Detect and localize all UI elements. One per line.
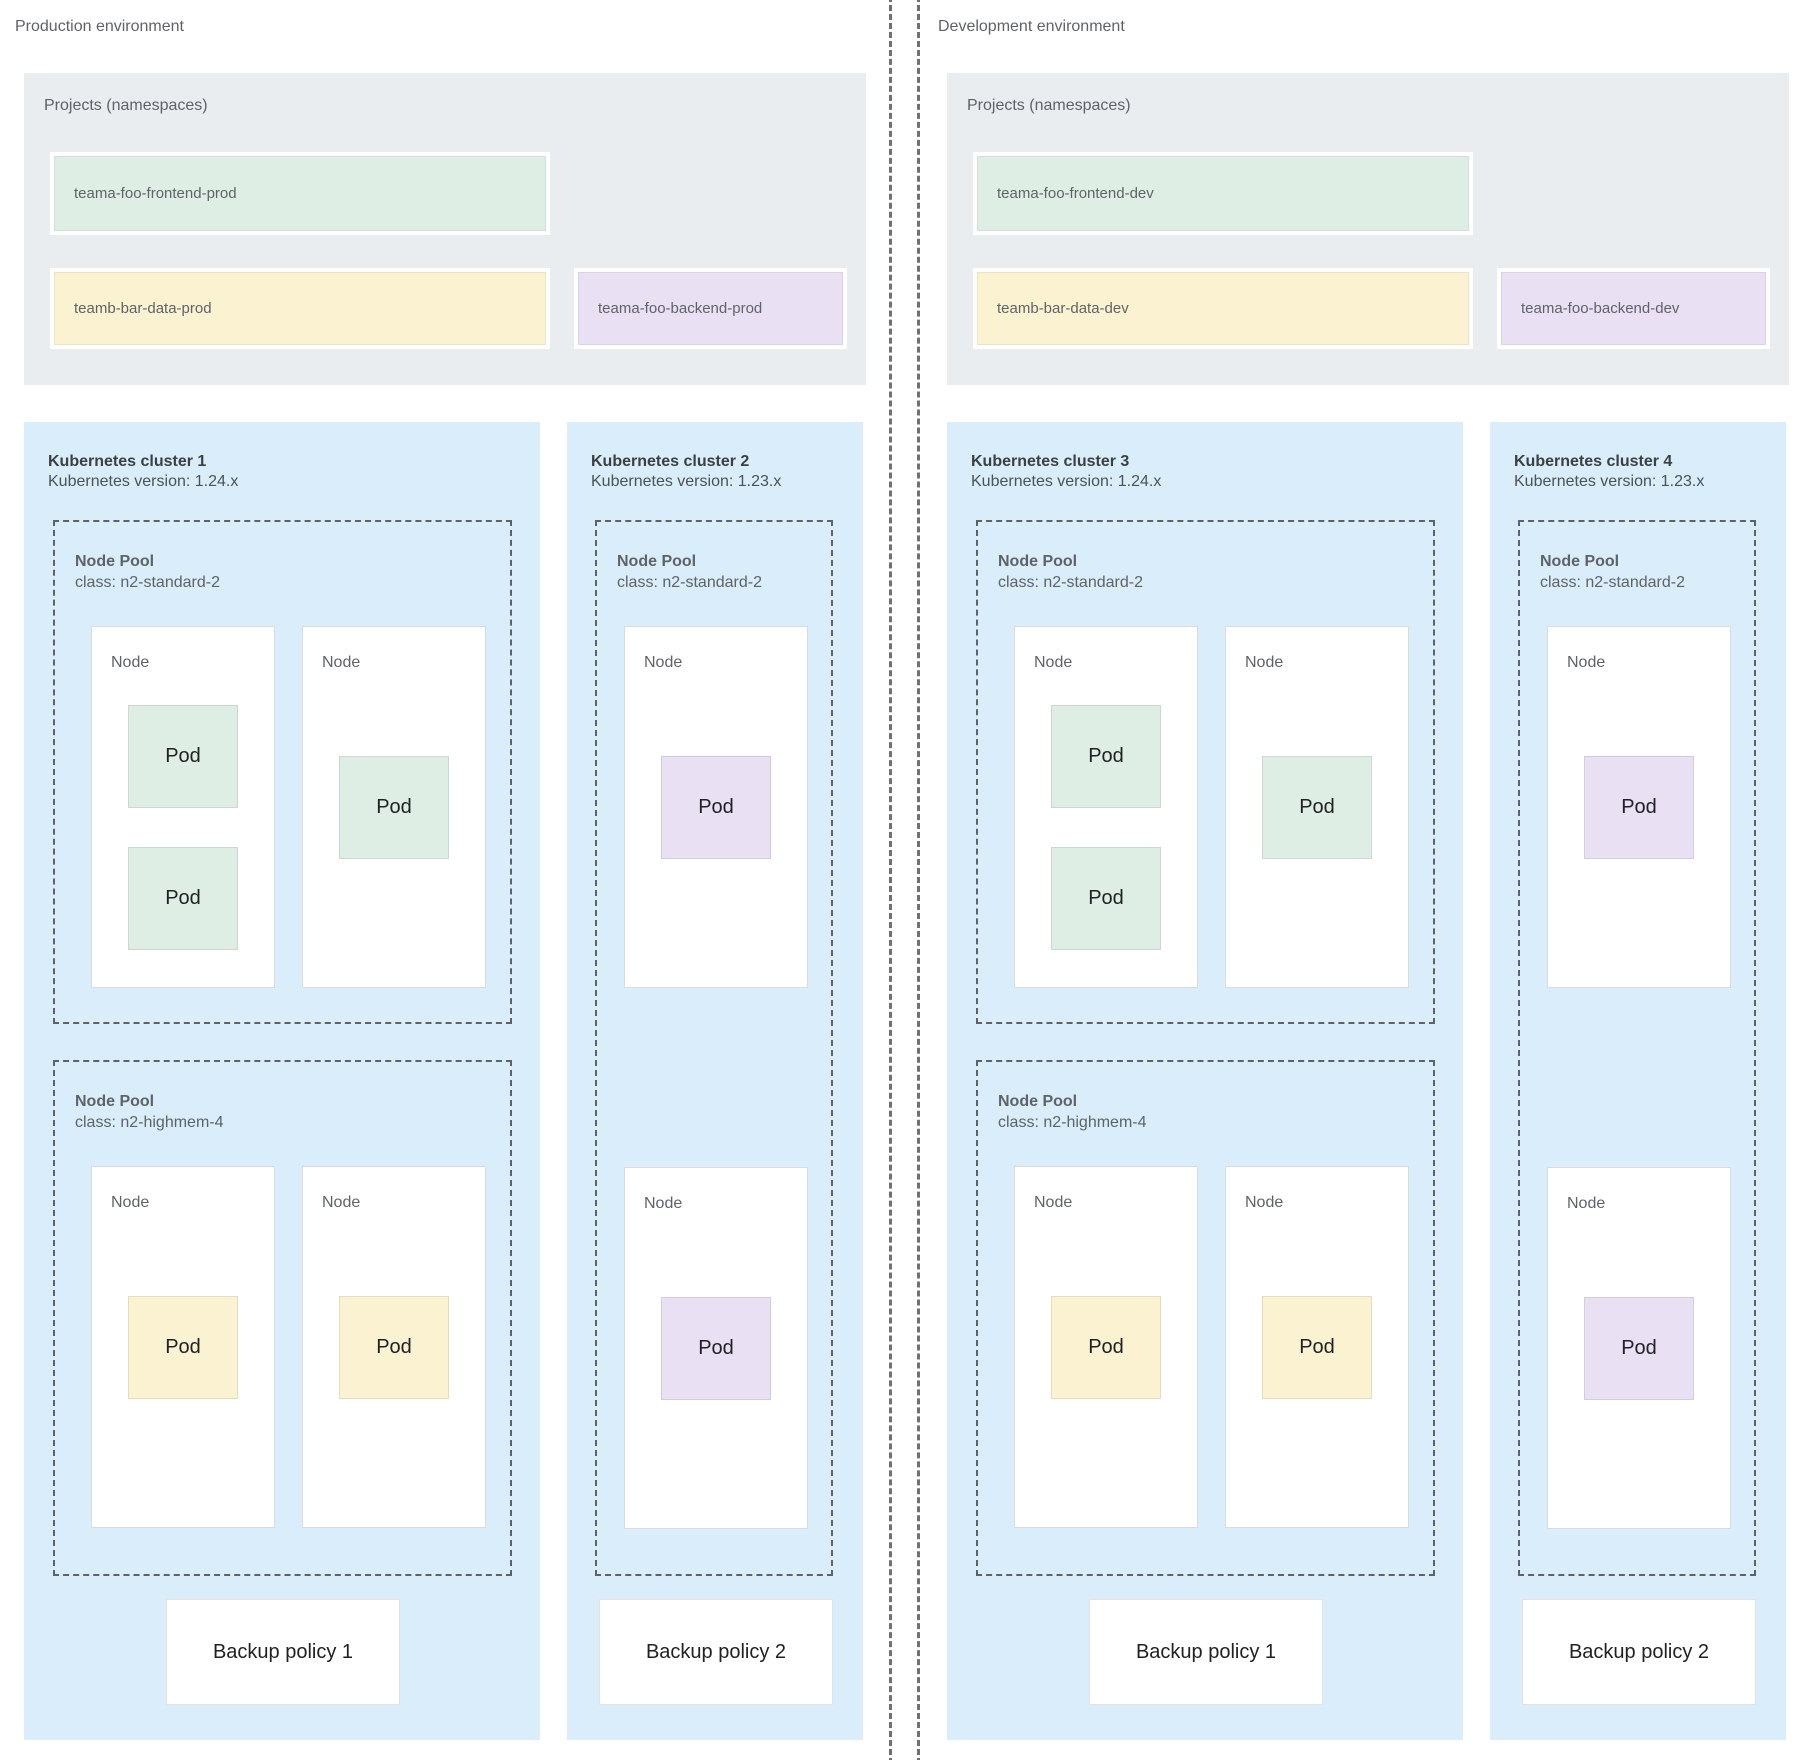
node-label: Node: [1034, 654, 1073, 671]
pod: Pod: [128, 1296, 238, 1399]
project-chip-data: teamb-bar-data-dev: [973, 268, 1473, 349]
cluster-version: Kubernetes version: 1.23.x: [591, 473, 782, 490]
cluster-3: Kubernetes cluster 3 Kubernetes version:…: [947, 422, 1463, 1740]
projects-label: Projects (namespaces): [44, 97, 208, 114]
node-pool-title: Node Pool: [75, 1093, 155, 1110]
node-box: Node Pod: [91, 1166, 275, 1528]
node-label: Node: [1567, 654, 1606, 671]
node-pool-title: Node Pool: [75, 553, 155, 570]
project-chip-frontend: teama-foo-frontend-prod: [50, 152, 550, 235]
project-chip-data: teamb-bar-data-prod: [50, 268, 550, 349]
node-pool-standard: Node Pool class: n2-standard-2 Node Pod …: [53, 520, 512, 1024]
cluster-2: Kubernetes cluster 2 Kubernetes version:…: [567, 422, 863, 1740]
node-box: Node Pod: [624, 1167, 808, 1529]
node-label: Node: [1245, 654, 1284, 671]
node-label: Node: [644, 654, 683, 671]
environment-title: Production environment: [15, 18, 184, 35]
development-environment-section: Development environment Projects (namesp…: [923, 0, 1793, 1760]
environment-divider-line: [889, 0, 892, 1760]
node-label: Node: [322, 654, 361, 671]
node-pool-standard: Node Pool class: n2-standard-2 Node Pod …: [1518, 520, 1756, 1576]
pod: Pod: [339, 756, 449, 859]
node-label: Node: [111, 654, 150, 671]
cluster-version: Kubernetes version: 1.24.x: [48, 473, 239, 490]
cluster-name: Kubernetes cluster 2: [591, 453, 750, 470]
environment-title: Development environment: [938, 18, 1125, 35]
cluster-4: Kubernetes cluster 4 Kubernetes version:…: [1490, 422, 1786, 1740]
node-label: Node: [644, 1195, 683, 1212]
pod: Pod: [128, 705, 238, 808]
node-pool-class: class: n2-highmem-4: [998, 1114, 1147, 1131]
node-label: Node: [1567, 1195, 1606, 1212]
projects-label: Projects (namespaces): [967, 97, 1131, 114]
node-box: Node Pod: [1547, 1167, 1731, 1529]
pod: Pod: [661, 1297, 771, 1400]
projects-panel: Projects (namespaces) teama-foo-frontend…: [947, 73, 1789, 385]
pod: Pod: [661, 756, 771, 859]
cluster-version: Kubernetes version: 1.23.x: [1514, 473, 1705, 490]
node-pool-title: Node Pool: [617, 553, 697, 570]
pod: Pod: [1051, 705, 1161, 808]
backup-policy-box: Backup policy 1: [166, 1599, 400, 1705]
cluster-version: Kubernetes version: 1.24.x: [971, 473, 1162, 490]
project-chip-frontend: teama-foo-frontend-dev: [973, 152, 1473, 235]
node-box: Node Pod: [302, 1166, 486, 1528]
pod: Pod: [1051, 847, 1161, 950]
cluster-name: Kubernetes cluster 1: [48, 453, 207, 470]
node-pool-class: class: n2-standard-2: [1540, 574, 1685, 591]
backup-policy-box: Backup policy 2: [1522, 1599, 1756, 1705]
node-label: Node: [1245, 1194, 1284, 1211]
node-pool-class: class: n2-highmem-4: [75, 1114, 224, 1131]
pod: Pod: [1262, 756, 1372, 859]
environment-divider-line: [917, 0, 920, 1760]
node-box: Node Pod: [1225, 1166, 1409, 1528]
node-label: Node: [1034, 1194, 1073, 1211]
node-pool-class: class: n2-standard-2: [998, 574, 1143, 591]
production-environment-section: Production environment Projects (namespa…: [0, 0, 870, 1760]
node-box: Node Pod: [1014, 1166, 1198, 1528]
cluster-1: Kubernetes cluster 1 Kubernetes version:…: [24, 422, 540, 1740]
pod: Pod: [1584, 756, 1694, 859]
node-box: Node Pod Pod: [1014, 626, 1198, 988]
node-box: Node Pod: [1547, 626, 1731, 988]
node-pool-title: Node Pool: [998, 1093, 1078, 1110]
node-pool-standard: Node Pool class: n2-standard-2 Node Pod …: [976, 520, 1435, 1024]
cluster-name: Kubernetes cluster 4: [1514, 453, 1673, 470]
node-label: Node: [111, 1194, 150, 1211]
node-pool-title: Node Pool: [998, 553, 1078, 570]
backup-policy-box: Backup policy 2: [599, 1599, 833, 1705]
cluster-name: Kubernetes cluster 3: [971, 453, 1130, 470]
projects-panel: Projects (namespaces) teama-foo-frontend…: [24, 73, 866, 385]
pod: Pod: [128, 847, 238, 950]
pod: Pod: [1584, 1297, 1694, 1400]
node-box: Node Pod Pod: [91, 626, 275, 988]
backup-policy-box: Backup policy 1: [1089, 1599, 1323, 1705]
project-chip-backend: teama-foo-backend-prod: [574, 268, 847, 349]
node-pool-title: Node Pool: [1540, 553, 1620, 570]
pod: Pod: [1051, 1296, 1161, 1399]
project-chip-backend: teama-foo-backend-dev: [1497, 268, 1770, 349]
node-pool-class: class: n2-standard-2: [617, 574, 762, 591]
node-box: Node Pod: [302, 626, 486, 988]
node-pool-highmem: Node Pool class: n2-highmem-4 Node Pod N…: [53, 1060, 512, 1576]
pod: Pod: [339, 1296, 449, 1399]
pod: Pod: [1262, 1296, 1372, 1399]
node-pool-class: class: n2-standard-2: [75, 574, 220, 591]
node-box: Node Pod: [1225, 626, 1409, 988]
node-box: Node Pod: [624, 626, 808, 988]
node-pool-standard: Node Pool class: n2-standard-2 Node Pod …: [595, 520, 833, 1576]
node-label: Node: [322, 1194, 361, 1211]
node-pool-highmem: Node Pool class: n2-highmem-4 Node Pod N…: [976, 1060, 1435, 1576]
